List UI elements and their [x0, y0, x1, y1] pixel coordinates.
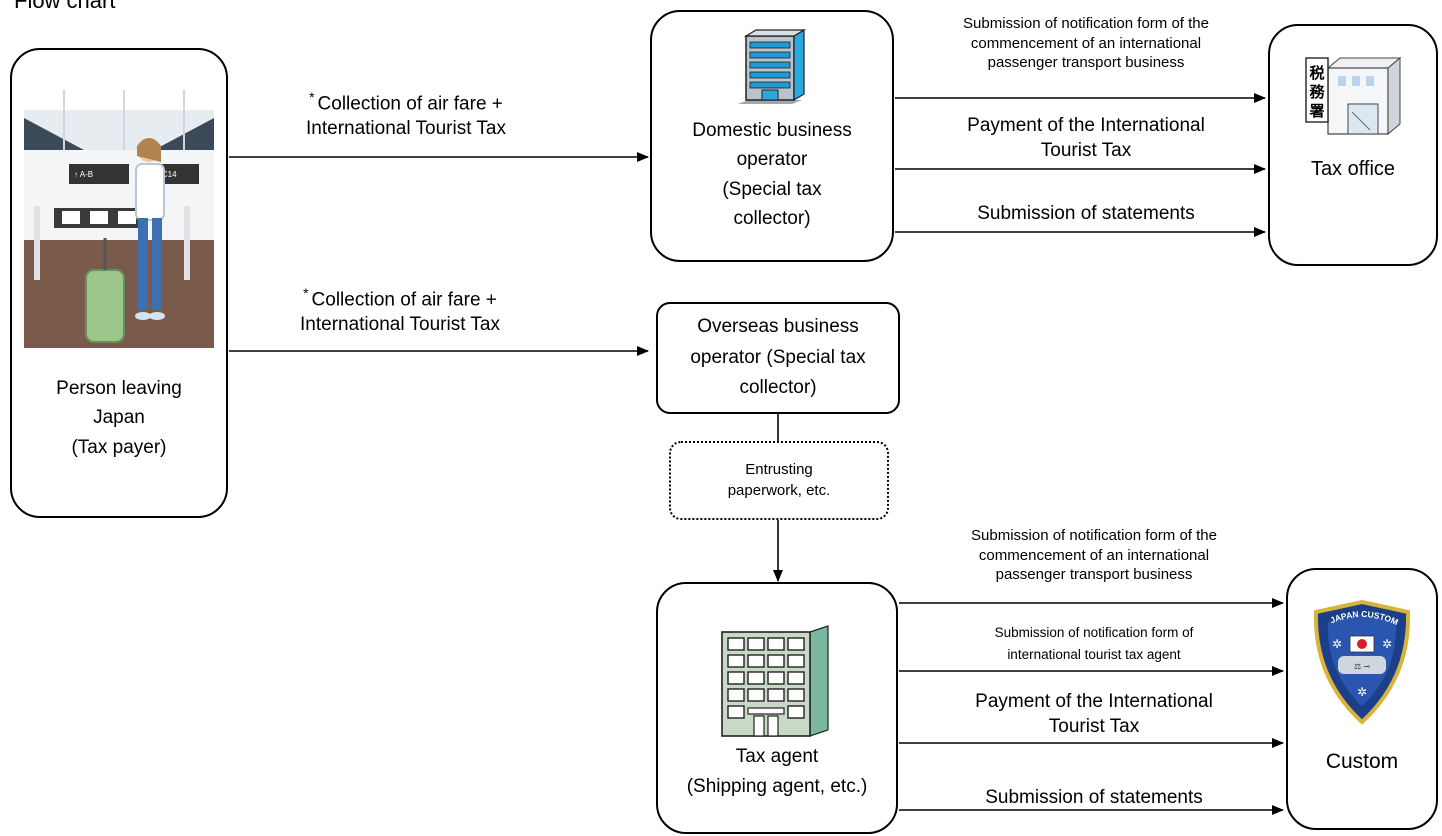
page-title: Flow chart: [14, 0, 116, 13]
svg-text:✲: ✲: [1382, 637, 1392, 651]
tax-office-node: 税 務 署 Tax office: [1268, 24, 1438, 266]
collection-label-2: *Collection of air fare + International …: [300, 284, 500, 338]
japan-customs-emblem-icon: JAPAN CUSTOMS ⚖ ⊸ ✲ ✲ ✲: [1312, 600, 1411, 725]
tax-office-notification-line-1: Submission of notification form of the: [963, 15, 1209, 32]
custom-notification-line-1: Submission of notification form of the: [971, 527, 1217, 544]
svg-text:⚖ ⊸: ⚖ ⊸: [1354, 662, 1370, 671]
collection-1-line-2: International Tourist Tax: [306, 118, 506, 140]
collection-2-line-1: Collection of air fare +: [311, 289, 497, 311]
collection-label-1: *Collection of air fare + International …: [306, 88, 506, 142]
custom-node: JAPAN CUSTOMS ⚖ ⊸ ✲ ✲ ✲ Custom: [1286, 568, 1438, 830]
tax-office-payment-line-1: Payment of the International: [967, 115, 1205, 136]
asterisk-1: *: [309, 89, 315, 105]
tax-agent-node: Tax agent (Shipping agent, etc.): [656, 582, 898, 834]
domestic-operator-node: Domestic business operator (Special tax …: [650, 10, 894, 262]
svg-text:税: 税: [1309, 64, 1324, 82]
tax-agent-line-2: (Shipping agent, etc.): [686, 776, 868, 798]
overseas-line-2: operator (Special tax: [690, 346, 866, 368]
svg-text:署: 署: [1308, 102, 1324, 120]
tax-office-notification-line-3: passenger transport business: [987, 54, 1185, 71]
svg-text:務: 務: [1309, 83, 1325, 101]
overseas-line-1: Overseas business: [697, 316, 859, 338]
entrusting-line-2: paperwork, etc.: [727, 481, 831, 499]
tax-office-building-icon: 税 務 署: [1305, 56, 1402, 136]
overseas-line-3: collector): [739, 377, 817, 399]
custom-notification-line-3: passenger transport business: [995, 566, 1193, 583]
traveler-illustration: ↑ A-B C1-C14: [24, 90, 214, 348]
custom-payment-line-2: Tourist Tax: [1048, 715, 1140, 737]
custom-payment-line-1: Payment of the International: [975, 691, 1213, 712]
custom-notification-line-2: commencement of an international: [978, 546, 1210, 564]
domestic-line-3: (Special tax: [722, 178, 822, 200]
custom-payment-label: Payment of the International Tourist Tax: [906, 690, 1282, 739]
tax-office-statements-label: Submission of statements: [977, 203, 1195, 224]
tax-office-payment-label: Payment of the International Tourist Tax: [906, 114, 1266, 163]
domestic-line-1: Domestic business: [692, 120, 852, 141]
entrusting-line-1: Entrusting: [745, 461, 813, 479]
svg-text:↑ A-B: ↑ A-B: [74, 170, 93, 179]
taxpayer-node: ↑ A-B C1-C14 Person leaving Japan (Tax p…: [10, 48, 228, 518]
taxpayer-line-1: Person leaving: [56, 378, 182, 399]
tax-office-payment-line-2: Tourist Tax: [1040, 139, 1132, 161]
collection-1-line-1: Collection of air fare +: [317, 93, 503, 115]
collection-2-line-2: International Tourist Tax: [300, 314, 500, 336]
custom-label: Custom: [1325, 750, 1399, 773]
custom-agent-notification-label: Submission of notification form of inter…: [906, 622, 1282, 665]
custom-agent-notification-line-2: international tourist tax agent: [1007, 646, 1181, 662]
custom-agent-notification-line-1: Submission of notification form of: [994, 625, 1194, 640]
tax-agent-building-icon: [721, 625, 829, 737]
domestic-line-4: collector): [733, 208, 811, 230]
tax-agent-line-1: Tax agent: [735, 746, 819, 767]
tax-office-notification-label: Submission of notification form of the c…: [906, 14, 1266, 73]
taxpayer-line-3: (Tax payer): [71, 436, 167, 458]
tax-office-notification-line-2: commencement of an international: [970, 34, 1202, 52]
entrusting-node: Entrusting paperwork, etc.: [669, 441, 889, 520]
svg-text:✲: ✲: [1357, 685, 1367, 699]
tax-office-label: Tax office: [1310, 158, 1396, 180]
custom-notification-label: Submission of notification form of the c…: [906, 526, 1282, 585]
overseas-operator-node: Overseas business operator (Special tax …: [656, 302, 900, 414]
custom-statements-label: Submission of statements: [985, 787, 1203, 808]
asterisk-2: *: [303, 285, 309, 301]
office-building-icon: [738, 28, 807, 104]
taxpayer-line-2: Japan: [93, 407, 145, 429]
domestic-line-2: operator: [736, 149, 808, 171]
svg-text:✲: ✲: [1332, 637, 1342, 651]
